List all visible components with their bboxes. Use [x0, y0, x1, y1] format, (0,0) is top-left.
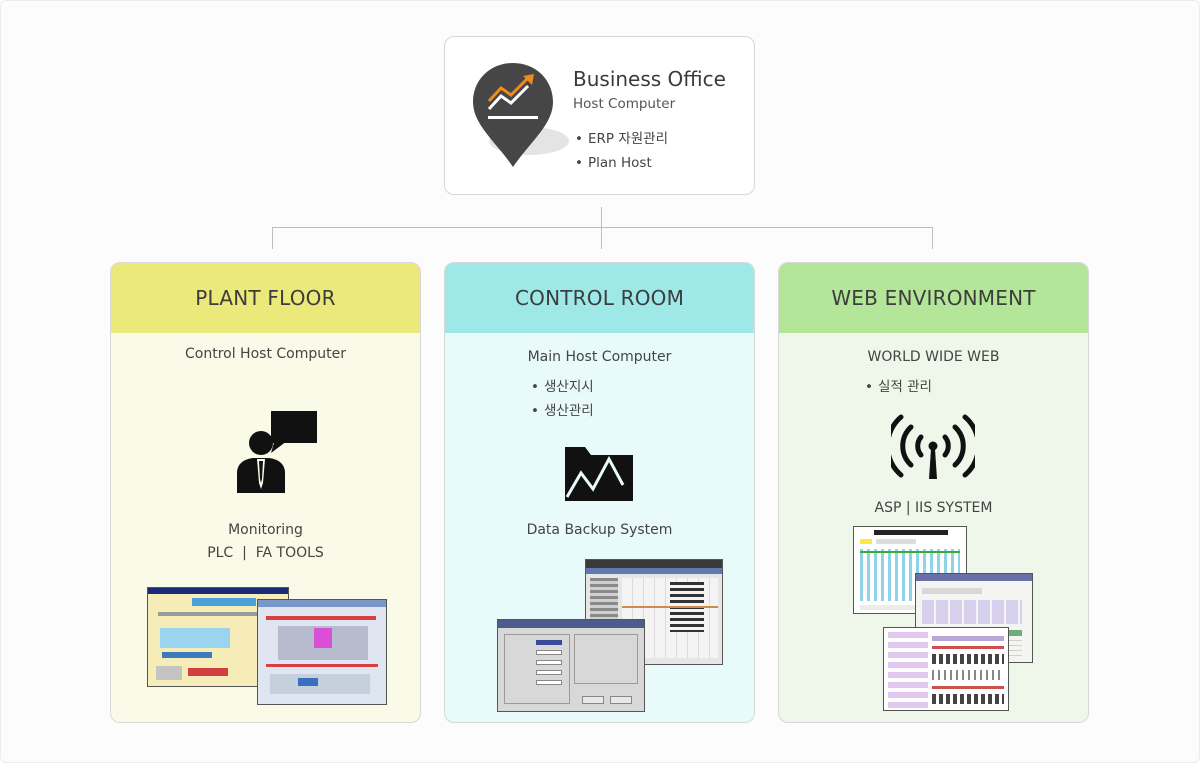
web-environment-panel: WEB ENVIRONMENT WORLD WIDE WEB 실적 관리 ASP…	[778, 262, 1089, 723]
business-office-bullets: ERP 자원관리 Plan Host	[573, 127, 668, 175]
asp-iis-system-label: ASP | IIS SYSTEM	[874, 500, 993, 516]
control-room-panel: CONTROL ROOM Main Host Computer 생산지시 생산관…	[444, 262, 755, 723]
web-environment-bullets: 실적 관리	[863, 375, 932, 399]
connector-horizontal	[272, 227, 933, 228]
operator-chat-icon	[237, 411, 317, 493]
monitoring-label: Monitoring	[228, 522, 303, 538]
business-office-title: Business Office	[573, 67, 726, 91]
barcode-config-dialog-thumbnail	[497, 619, 645, 712]
folder-icon	[565, 447, 633, 501]
connector-right	[932, 227, 933, 249]
plant-floor-panel: PLANT FLOOR Control Host Computer Monito…	[110, 262, 421, 723]
bullet-item: 실적 관리	[863, 375, 932, 399]
bullet-item: 생산관리	[529, 399, 594, 423]
bullet-item: Plan Host	[573, 151, 668, 175]
business-office-card: Business Office Host Computer ERP 자원관리 P…	[444, 36, 755, 195]
bullet-item: ERP 자원관리	[573, 127, 668, 151]
plant-floor-subtitle: Control Host Computer	[185, 346, 346, 362]
control-room-subtitle: Main Host Computer	[527, 349, 672, 365]
web-form-thumbnail	[883, 627, 1009, 711]
business-chart-pin-icon	[473, 63, 569, 167]
plant-floor-heading: PLANT FLOOR	[111, 263, 420, 333]
wireless-signal-icon	[891, 414, 975, 479]
connector-vertical-center	[601, 207, 602, 249]
business-office-subtitle: Host Computer	[573, 96, 676, 112]
control-room-heading: CONTROL ROOM	[445, 263, 754, 333]
web-environment-subtitle: WORLD WIDE WEB	[867, 349, 1000, 365]
fa-tools-screen-thumbnail	[257, 599, 387, 705]
web-environment-heading: WEB ENVIRONMENT	[779, 263, 1088, 333]
data-backup-label: Data Backup System	[526, 522, 673, 538]
control-room-bullets: 생산지시 생산관리	[529, 375, 594, 423]
connector-left	[272, 227, 273, 249]
bullet-item: 생산지시	[529, 375, 594, 399]
plc-fa-tools-label: PLC | FA TOOLS	[207, 545, 324, 561]
